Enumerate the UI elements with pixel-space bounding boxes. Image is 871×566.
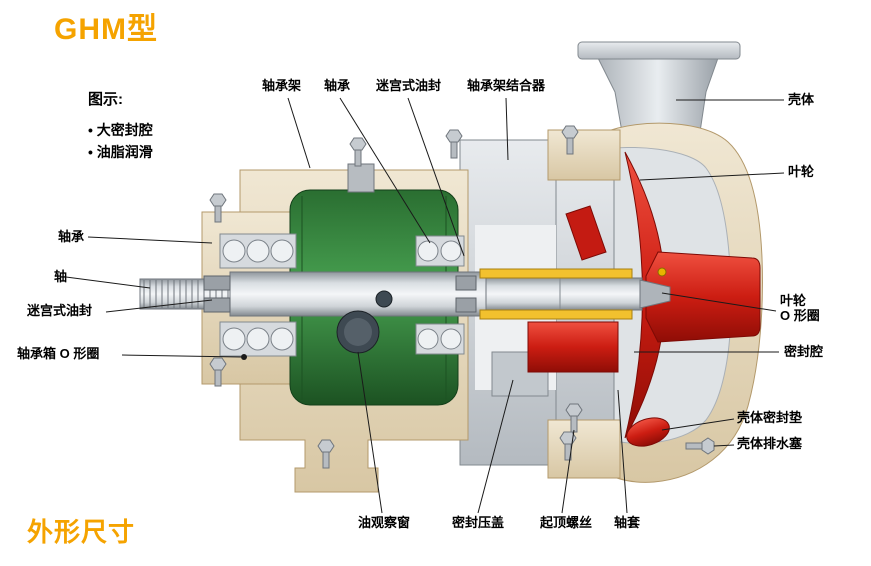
impeller-o-ring-part [657, 267, 667, 277]
legend-heading: 图示: [88, 91, 123, 108]
legend-item: • 油脂润滑 [88, 144, 153, 160]
label-seal-chamber: 密封腔 [784, 344, 824, 359]
label-impeller-o-ring: 叶轮 O 形圈 [780, 293, 820, 323]
label-jacking-screw: 起顶螺丝 [540, 515, 593, 530]
oil-sight-window-part [336, 290, 393, 354]
label-seal-gland: 密封压盖 [452, 515, 505, 530]
label-labyrinth-seal-top: 迷宫式油封 [376, 78, 442, 93]
label-casing: 壳体 [788, 92, 815, 107]
bearing-housing-o-ring-part [241, 354, 247, 360]
label-bearing-left: 轴承 [58, 229, 85, 244]
label-bearing-bracket: 轴承架 [262, 78, 302, 93]
leader-lines [65, 97, 785, 514]
suction-pipe [577, 41, 741, 133]
bullet-icon: • [88, 122, 93, 138]
label-shaft: 轴 [54, 269, 68, 284]
footer-section-title: 外形尺寸 [27, 517, 136, 547]
shaft-sleeve-part [479, 268, 633, 320]
label-bearing-top: 轴承 [324, 78, 351, 93]
legend: 图示: • 大密封腔 • 油脂润滑 [88, 88, 153, 163]
legend-item: • 大密封腔 [88, 122, 153, 138]
casing-flange-top [547, 129, 621, 181]
page-title: GHM型 [54, 13, 158, 46]
ball-bearings [222, 239, 462, 351]
label-labyrinth-seal-left: 迷宫式油封 [27, 303, 93, 318]
bullet-icon: • [88, 144, 93, 160]
label-impeller: 叶轮 [788, 164, 815, 179]
labyrinth-seal-parts [203, 275, 477, 313]
label-casing-gasket: 壳体密封垫 [737, 410, 803, 425]
impeller-part [565, 151, 761, 447]
label-casing-drain-plug: 壳体排水塞 [737, 436, 803, 451]
label-oil-sight-window: 油观察窗 [358, 515, 411, 530]
label-bearing-housing-o-ring: 轴承箱 O 形圈 [17, 346, 100, 361]
label-shaft-sleeve: 轴套 [614, 515, 641, 530]
seal-chamber-part [527, 321, 619, 373]
casing-flange-bottom [547, 419, 621, 479]
label-bracket-adapter: 轴承架结合器 [467, 78, 546, 93]
